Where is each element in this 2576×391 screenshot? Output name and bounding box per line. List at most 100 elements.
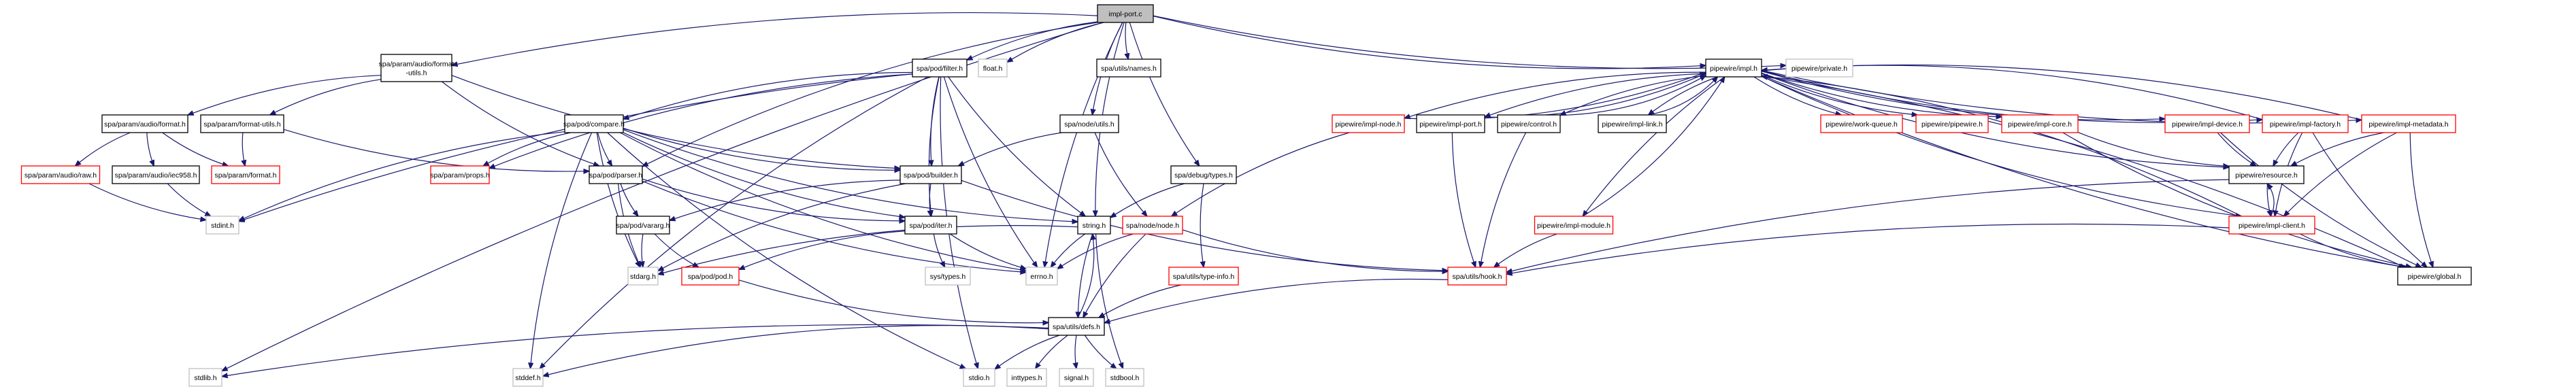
node-box: [904, 216, 957, 235]
node-utils-hook[interactable]: spa/utils/hook.h: [1447, 267, 1507, 286]
node-pw-impl-metadata[interactable]: pipewire/impl-metadata.h: [2361, 114, 2456, 133]
node-utils-type-info[interactable]: spa/utils/type-info.h: [1168, 267, 1239, 286]
edge-pod-builder-to-pod-iter: [929, 183, 931, 216]
edge-pod-compare-to-param-props: [483, 132, 572, 166]
node-label: spa/pod/compare.h: [563, 120, 625, 129]
node-label: spa/pod/pod.h: [688, 273, 733, 281]
edge-pod-filter-to-stddef-h: [540, 76, 928, 369]
edge-pod-compare-to-pod-parser: [597, 132, 612, 166]
node-label: spa/param/audio/raw.h: [24, 171, 97, 180]
node-utils-defs[interactable]: spa/utils/defs.h: [1048, 317, 1105, 336]
node-pw-control[interactable]: pipewire/control.h: [1497, 114, 1561, 133]
node-audio-format-utils[interactable]: spa/param/audio/format-utils.h: [379, 54, 455, 82]
node-stdlib-h: stdlib.h: [188, 368, 222, 387]
node-node-node[interactable]: spa/node/node.h: [1122, 216, 1183, 235]
edge-node-node-to-errno-h: [1057, 233, 1134, 269]
node-pw-impl-node[interactable]: pipewire/impl-node.h: [1332, 114, 1405, 133]
node-box: [616, 216, 670, 235]
node-pw-pipewire[interactable]: pipewire/pipewire.h: [1915, 114, 1989, 133]
edge-pod-compare-to-errno-h: [619, 132, 1026, 271]
node-pw-global[interactable]: pipewire/global.h: [2397, 267, 2472, 286]
node-box: [1077, 216, 1111, 235]
node-box: [2228, 165, 2305, 184]
edge-utils-defs-to-signal-h: [1075, 335, 1076, 369]
node-param-format[interactable]: spa/param/format.h: [211, 165, 280, 184]
node-label: pipewire/pipewire.h: [1921, 120, 1983, 129]
edge-pod-compare-to-string-h: [623, 129, 1078, 222]
edge-pod-iter-to-errno-h: [949, 233, 1026, 269]
edge-pw-impl-client-to-utils-hook: [1506, 223, 2230, 274]
node-pod-builder[interactable]: spa/pod/builder.h: [899, 165, 962, 184]
node-pw-resource[interactable]: pipewire/resource.h: [2228, 165, 2305, 184]
node-label: sys/types.h: [930, 273, 966, 281]
node-pod-iter[interactable]: spa/pod/iter.h: [904, 216, 957, 235]
node-param-props[interactable]: spa/param/props.h: [430, 165, 490, 184]
node-pod-pod[interactable]: spa/pod/pod.h: [681, 267, 740, 286]
node-audio-iec958[interactable]: spa/param/audio/iec958.h: [112, 165, 200, 184]
node-box: [200, 114, 284, 133]
node-debug-types[interactable]: spa/debug/types.h: [1170, 165, 1237, 184]
edge-pw-impl-to-pw-impl-port: [1485, 73, 1706, 117]
node-box: [512, 368, 544, 387]
node-label: spa/node/utils.h: [1064, 120, 1114, 129]
node-pod-filter[interactable]: spa/pod/filter.h: [912, 58, 968, 78]
edge-audio-format-utils-to-pod-parser: [441, 81, 599, 166]
node-format-utils[interactable]: spa/param/format-utils.h: [200, 114, 284, 133]
edge-format-utils-to-pod-parser: [283, 129, 589, 171]
node-string-h[interactable]: string.h: [1077, 216, 1111, 235]
node-audio-raw[interactable]: spa/param/audio/raw.h: [20, 165, 101, 184]
node-label: spa/param/format.h: [214, 171, 276, 180]
edge-debug-types-to-string-h: [1110, 183, 1185, 218]
node-stdio-h: stdio.h: [963, 368, 995, 387]
edge-pod-compare-to-pod-iter: [623, 132, 905, 218]
node-box: [2228, 216, 2315, 235]
edge-utils-hook-to-utils-defs: [1104, 278, 1449, 322]
edge-pw-impl-to-pw-impl-module: [1583, 76, 1725, 216]
edge-pod-filter-to-errno-h: [943, 76, 1037, 267]
edge-pod-compare-to-stdio-h: [607, 132, 966, 369]
node-pw-impl-client[interactable]: pipewire/impl-client.h: [2228, 216, 2315, 235]
node-utils-names[interactable]: spa/utils/names.h: [1096, 58, 1161, 78]
node-pw-work-queue[interactable]: pipewire/work-queue.h: [1820, 114, 1903, 133]
node-pw-impl-module[interactable]: pipewire/impl-module.h: [1534, 216, 1614, 235]
node-stdint-h: stdint.h: [205, 216, 240, 235]
edge-pod-vararg-to-stdarg-h: [642, 233, 643, 267]
node-label: stdint.h: [211, 222, 234, 230]
node-box: [564, 114, 624, 133]
node-box: [1416, 114, 1485, 133]
node-label: pipewire/impl-node.h: [1336, 120, 1402, 129]
node-stdarg-h: stdarg.h: [627, 267, 659, 286]
edge-pod-vararg-to-pod-pod: [654, 233, 699, 267]
node-label: spa/pod/filter.h: [917, 65, 963, 73]
node-pw-impl-port[interactable]: pipewire/impl-port.h: [1416, 114, 1485, 133]
node-box: [211, 165, 280, 184]
node-layer: impl-port.c spa/param/audio/format-utils.…: [20, 4, 2472, 387]
node-label: stdio.h: [969, 374, 990, 382]
node-box: [899, 165, 962, 184]
edge-pw-control-to-pw-impl: [1559, 75, 1706, 116]
edge-pod-builder-to-stdarg-h: [658, 183, 906, 271]
edge-pod-filter-to-string-h: [948, 76, 1085, 216]
node-box: [1820, 114, 1903, 133]
edge-string-h-to-utils-defs: [1078, 233, 1093, 318]
node-impl-port-c[interactable]: impl-port.c: [1097, 4, 1154, 23]
node-pw-impl-link[interactable]: pipewire/impl-link.h: [1598, 114, 1667, 133]
node-box: [681, 267, 740, 286]
edge-pw-impl-to-pw-global: [1761, 75, 2405, 267]
node-label: stdlib.h: [194, 374, 216, 382]
node-pw-impl-factory[interactable]: pipewire/impl-factory.h: [2262, 114, 2349, 133]
node-box: [1105, 368, 1144, 387]
node-audio-format[interactable]: spa/param/audio/format.h: [101, 114, 188, 133]
edge-pw-impl-core-to-pw-global: [2062, 132, 2412, 267]
node-node-utils[interactable]: spa/node/utils.h: [1059, 114, 1119, 133]
node-pw-impl[interactable]: pipewire/impl.h: [1705, 58, 1762, 78]
node-label: pipewire/impl-factory.h: [2270, 120, 2341, 129]
node-pod-parser[interactable]: spa/pod/parser.h: [589, 165, 643, 184]
node-box: [380, 54, 452, 82]
node-pw-impl-device[interactable]: pipewire/impl-device.h: [2164, 114, 2250, 133]
node-pw-impl-core[interactable]: pipewire/impl-core.h: [2001, 114, 2079, 133]
node-pod-vararg[interactable]: spa/pod/vararg.h: [616, 216, 670, 235]
node-pod-compare[interactable]: spa/pod/compare.h: [563, 114, 625, 133]
node-box: [1097, 4, 1154, 23]
